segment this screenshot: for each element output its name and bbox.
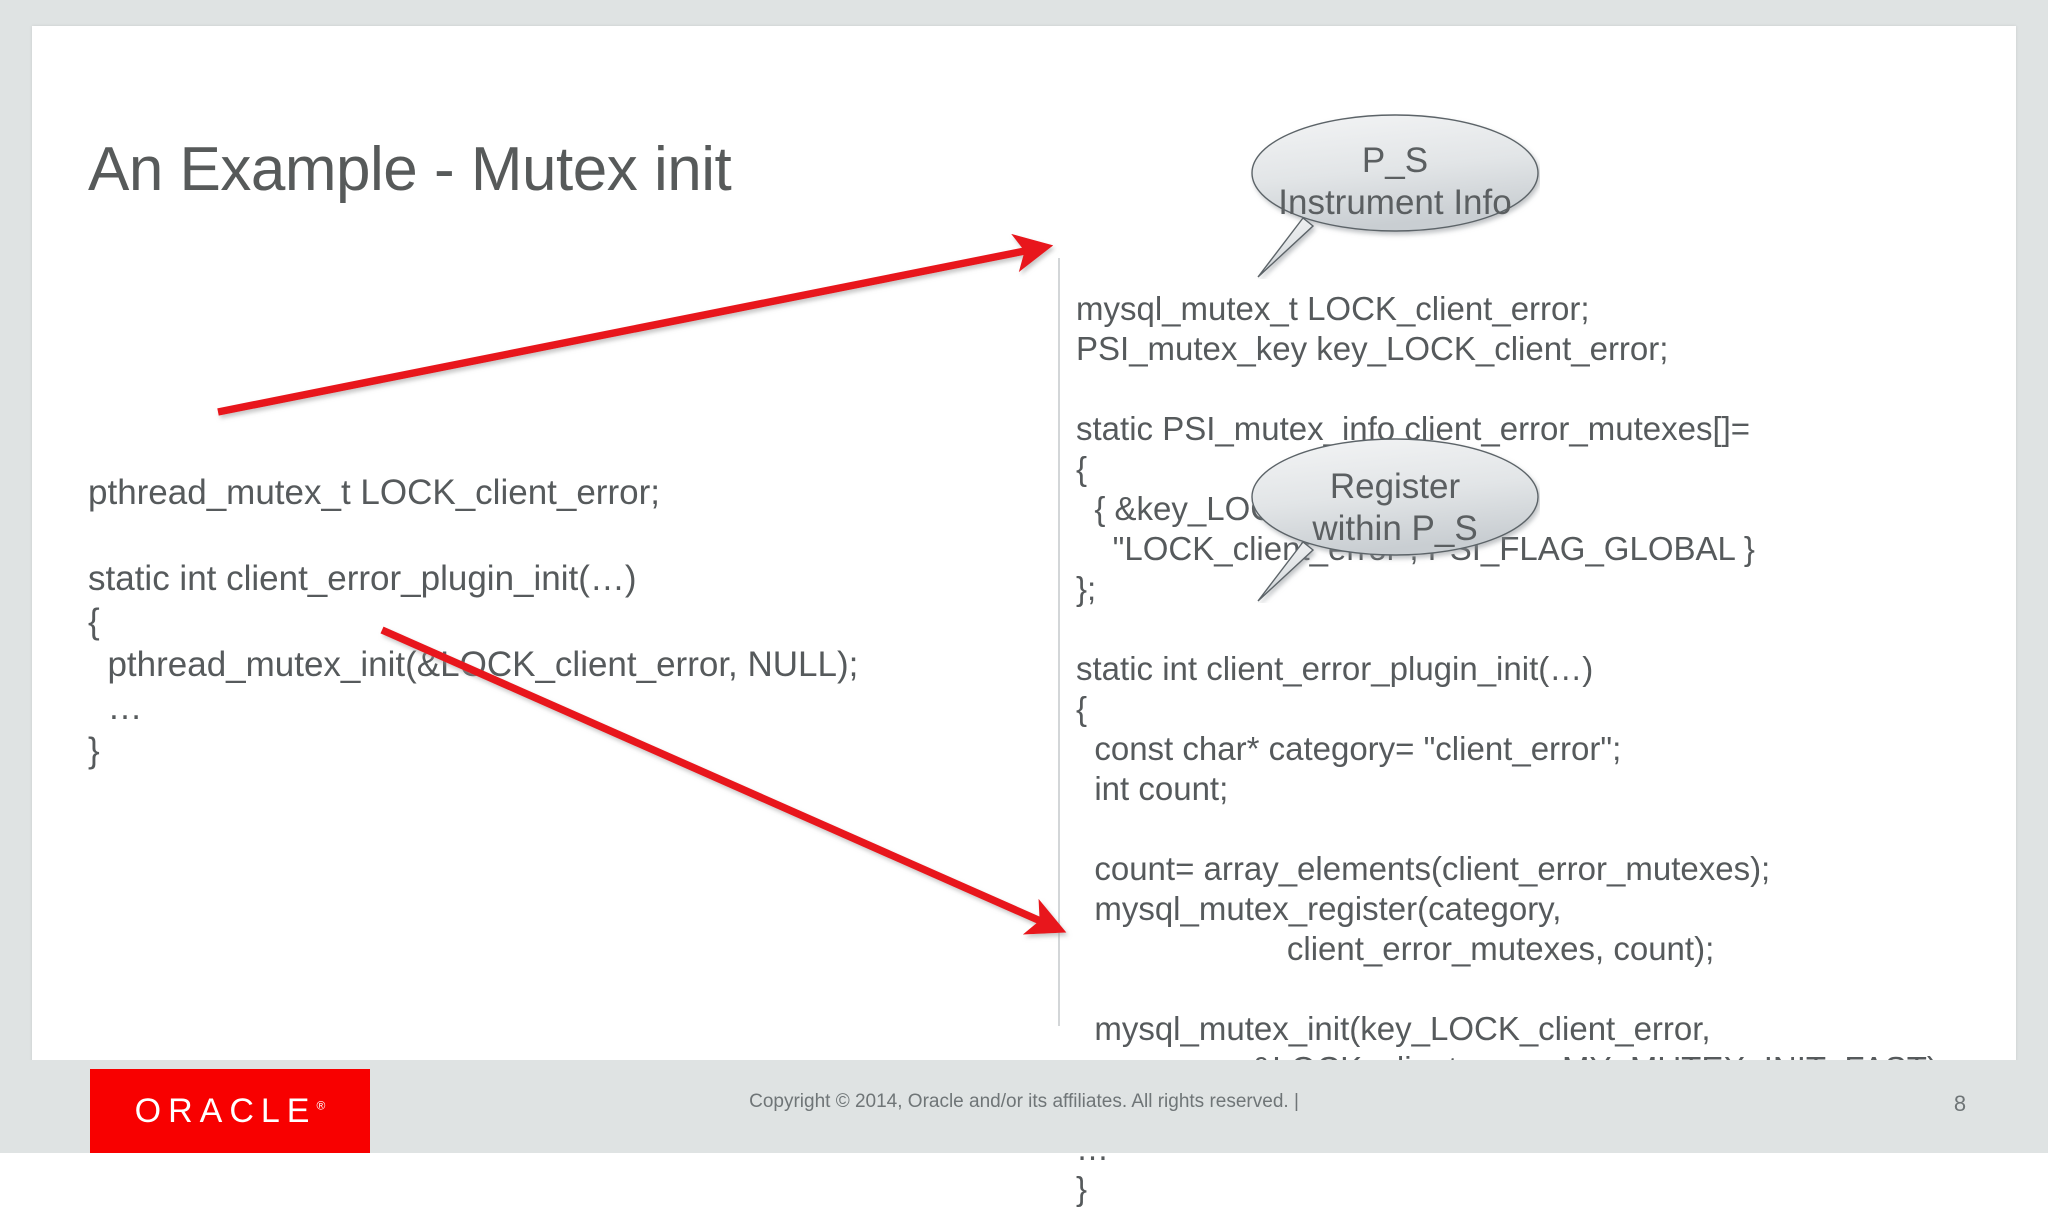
trademark-symbol: ® — [316, 1098, 326, 1113]
column-divider — [1058, 258, 1060, 1026]
callout-text: Register within P_S — [1250, 466, 1540, 550]
callout-line-1: Register — [1329, 467, 1461, 506]
oracle-wordmark: ORACLE — [134, 1091, 317, 1130]
callout-line-1: P_S — [1361, 141, 1429, 180]
callout-line-2: Instrument Info — [1278, 183, 1512, 222]
oracle-logo: ORACLE® — [90, 1069, 370, 1153]
slide-canvas: An Example - Mutex init pthread_mutex_t … — [32, 26, 2016, 1207]
callout-text: P_S Instrument Info — [1250, 140, 1540, 224]
callout-register-within-ps: Register within P_S — [1250, 438, 1540, 603]
callout-bubble-shape — [1251, 114, 1539, 278]
copyright-text: Copyright © 2014, Oracle and/or its affi… — [749, 1091, 1299, 1112]
oracle-logo-text: ORACLE® — [135, 1092, 326, 1131]
callout-bubble-shape — [1251, 438, 1539, 602]
callout-ps-instrument-info: P_S Instrument Info — [1250, 114, 1540, 279]
page-title: An Example - Mutex init — [88, 135, 732, 204]
page-number: 8 — [1953, 1091, 1967, 1116]
red-arrow-declaration — [217, 233, 1054, 416]
code-block-pthread: pthread_mutex_t LOCK_client_error; stati… — [88, 473, 859, 770]
callout-line-2: within P_S — [1312, 509, 1478, 548]
